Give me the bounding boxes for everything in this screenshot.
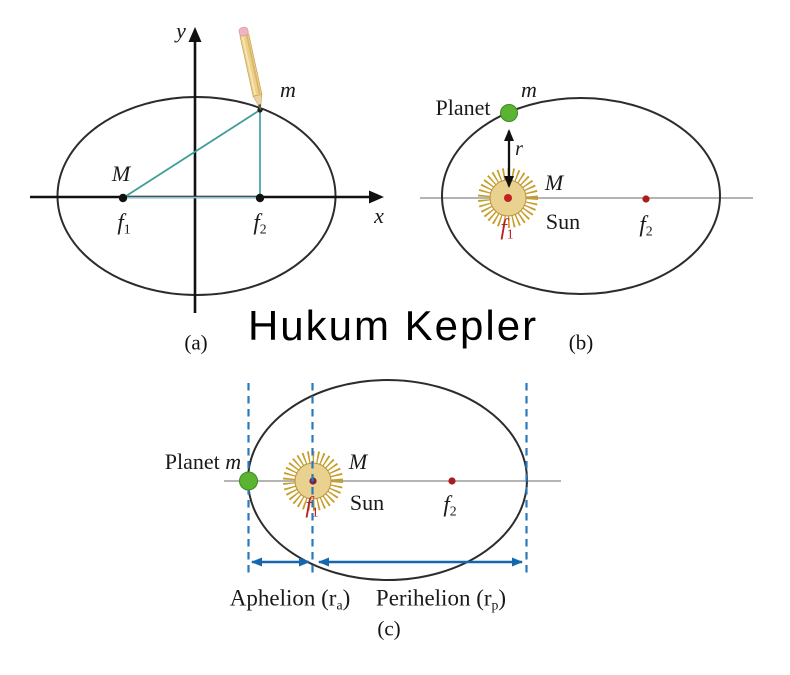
sun-label-b: Sun	[545, 209, 581, 234]
sun-mass-label-c: M	[348, 449, 368, 474]
focus-f1-dot-a	[118, 193, 128, 203]
radius-line-f1-m	[122, 109, 261, 199]
diagram-a	[30, 26, 384, 313]
radius-label-b: r	[515, 138, 523, 160]
focus-f2-dot-c	[448, 477, 456, 485]
focus-f1-label-c: f1	[305, 492, 319, 520]
point-m-dot	[257, 107, 263, 113]
ellipse-c	[247, 379, 528, 581]
y-axis-label: y	[176, 18, 186, 43]
focus-f2-dot-b	[642, 195, 650, 203]
figure-title: Hukum Kepler	[247, 302, 539, 349]
diagram-c	[224, 379, 561, 581]
ellipse-b	[441, 97, 721, 295]
planet-label-b: Planet	[435, 95, 491, 120]
aphelion-label: Aphelion (ra)	[229, 585, 351, 613]
point-m-label-a: m	[280, 77, 296, 102]
focus-f2-label-b: f2	[639, 211, 653, 239]
focus-f2-label-c: f2	[443, 491, 457, 519]
focus-f2-label-a: f2	[253, 209, 267, 237]
focus-f1-label-a: f1	[117, 209, 131, 237]
caption-c: (c)	[377, 616, 401, 641]
mass-M-label-a: M	[111, 161, 131, 186]
sun-label-c: Sun	[349, 490, 385, 515]
planet-dot-b	[500, 104, 518, 122]
caption-a: (a)	[184, 330, 208, 355]
focus-f2-dot-a	[255, 193, 265, 203]
sun-center-dot-b	[504, 194, 512, 202]
sun-mass-label-b: M	[544, 170, 564, 195]
x-axis-label: x	[374, 203, 384, 228]
perihelion-label: Perihelion (rp)	[375, 585, 507, 613]
planet-dot-c	[239, 471, 258, 491]
diagram-b	[420, 97, 753, 295]
planet-mass-label-b: m	[521, 77, 537, 102]
focus-f1-label-b: f1	[500, 214, 514, 242]
caption-b: (b)	[568, 330, 594, 355]
pencil-icon	[238, 26, 263, 110]
planet-label-c: Planet m	[164, 449, 242, 474]
